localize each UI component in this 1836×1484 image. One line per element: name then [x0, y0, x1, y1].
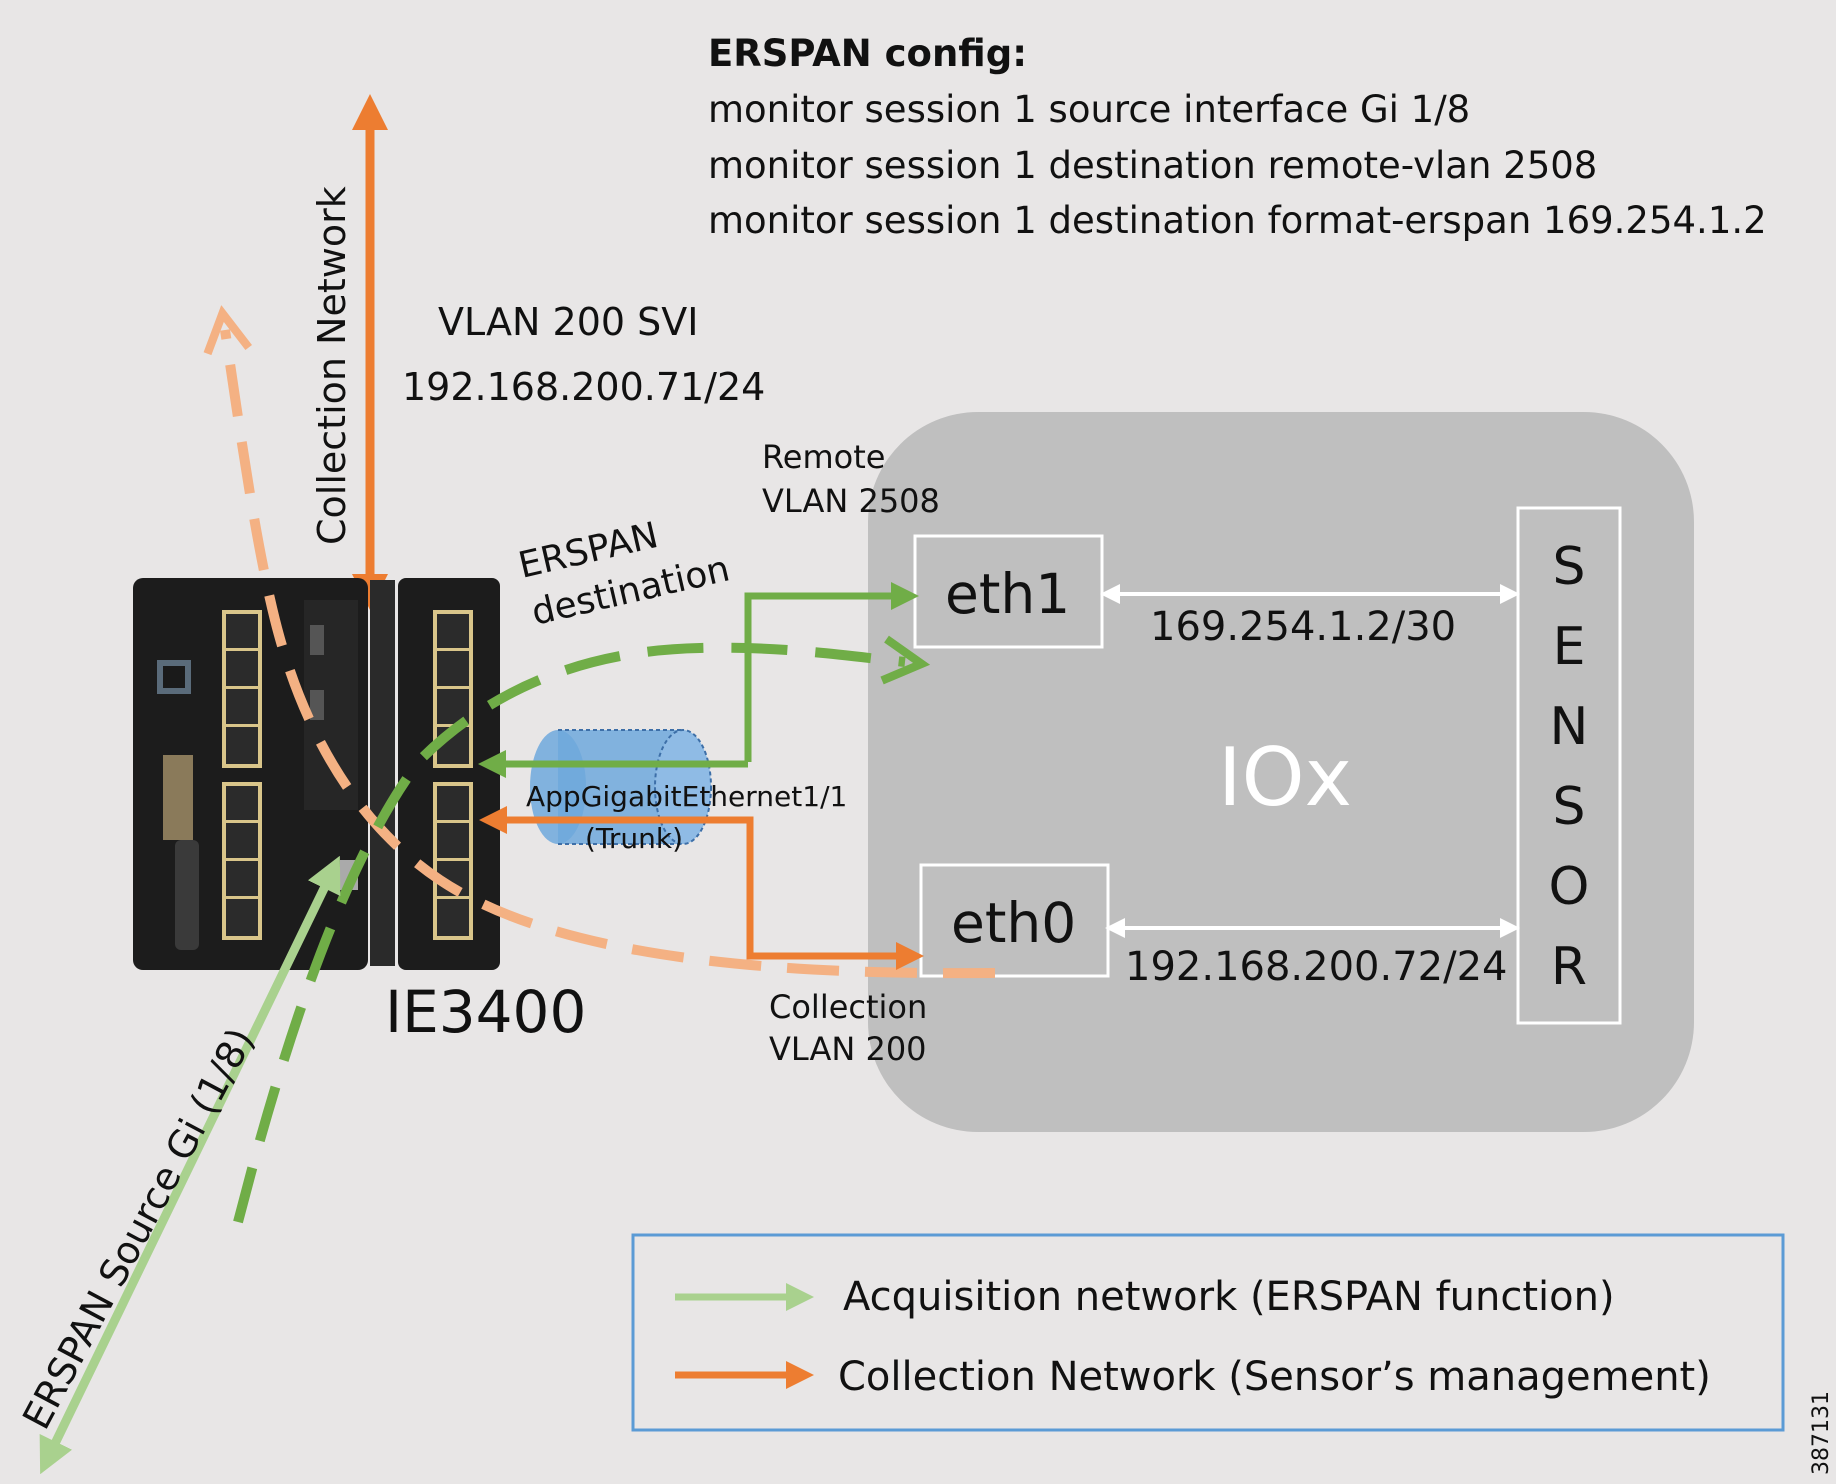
svi-ip: 192.168.200.71/24 — [402, 365, 765, 409]
svi-label: VLAN 200 SVI — [438, 300, 698, 344]
remote-vlan-label-1: Remote — [762, 438, 885, 476]
figure-id: 387131 — [1809, 1391, 1834, 1475]
eth1-label: eth1 — [945, 562, 1070, 626]
legend-box — [631, 1233, 1785, 1432]
sensor-letter: S — [1552, 537, 1585, 597]
config-line-3: monitor session 1 destination format-ers… — [708, 199, 1767, 242]
erspan-source-label: ERSPAN Source Gi (1/8) — [14, 1021, 263, 1436]
switch-name: IE3400 — [385, 978, 586, 1046]
sensor-letters: S E N S O R — [1549, 537, 1590, 997]
legend-collection-label: Collection Network (Sensor’s management) — [838, 1354, 1711, 1400]
sensor-letter: E — [1553, 617, 1586, 677]
trunk-name: AppGigabitEthernet1/1 — [526, 780, 847, 813]
sensor-box — [1516, 506, 1622, 1025]
eth1-ip: 169.254.1.2/30 — [1150, 604, 1456, 650]
trunk-cylinder — [530, 729, 712, 845]
trunk-mode: (Trunk) — [585, 822, 683, 855]
collection-vlan-label-2: VLAN 200 — [769, 1030, 927, 1068]
collection-dashed-path — [225, 330, 996, 979]
eth0-ip: 192.168.200.72/24 — [1125, 944, 1507, 990]
legend-acquisition-label: Acquisition network (ERSPAN function) — [843, 1274, 1615, 1320]
collection-link-eth0 — [698, 816, 924, 970]
collection-vlan-label-1: Collection — [769, 988, 927, 1026]
sensor-letter: R — [1551, 937, 1587, 997]
sensor-letter: S — [1552, 777, 1585, 837]
config-title: ERSPAN config: — [708, 32, 1027, 75]
config-line-1: monitor session 1 source interface Gi 1/… — [708, 88, 1470, 131]
collection-network-label: Collection Network — [310, 186, 354, 545]
eth0-label: eth0 — [951, 891, 1076, 955]
sensor-letter: N — [1550, 697, 1589, 757]
iox-label: IOx — [1218, 731, 1352, 824]
sensor-letter: O — [1549, 857, 1590, 917]
erspan-source-arrow — [39, 855, 341, 1475]
config-line-2: monitor session 1 destination remote-vla… — [708, 144, 1597, 187]
acquisition-link-eth1 — [744, 582, 919, 762]
remote-vlan-label-2: VLAN 2508 — [762, 482, 940, 520]
